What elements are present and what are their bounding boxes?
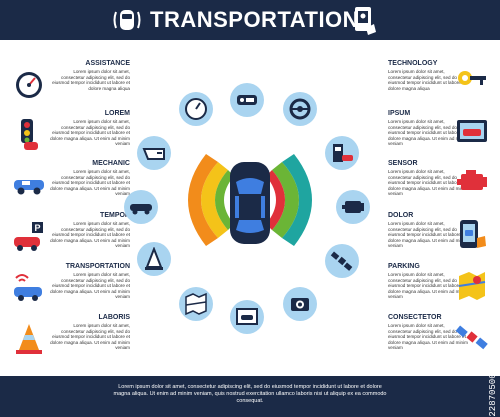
car-key-icon	[458, 71, 486, 85]
gauge-icon	[185, 98, 207, 120]
traffic-light-car-icon	[21, 119, 38, 150]
circle-speedometer	[179, 92, 213, 126]
footer-text: Lorem ipsum dolor sit amet, consectetur …	[113, 384, 387, 404]
dashboard-icon	[237, 95, 257, 105]
circle-engine	[336, 190, 370, 224]
item-text: Lorem ipsum dolor sit amet, consectetur …	[50, 272, 130, 300]
engine-warning-icon	[342, 201, 364, 213]
item-text: Lorem ipsum dolor sit amet, consectetur …	[388, 272, 468, 300]
circle-satellite	[325, 244, 359, 278]
item-title: SENSOR	[388, 160, 418, 167]
item-title: MECHANIC	[92, 160, 130, 167]
item-text: Lorem ipsum dolor sit amet, consectetur …	[388, 323, 468, 351]
phone-car-icon	[460, 220, 486, 248]
engine-icon	[457, 170, 487, 190]
dashcam-icon	[291, 298, 309, 311]
circle-dashboard	[230, 83, 264, 117]
item-title: ASSISTANCE	[85, 60, 130, 67]
footer-bar: Lorem ipsum dolor sit amet, consectetur …	[0, 368, 500, 417]
item-text: Lorem ipsum dolor sit amet, consectetur …	[388, 69, 466, 91]
left-item-transportation: TRANSPORTATION Lorem ipsum dolor sit ame…	[50, 263, 130, 300]
circle-car-door	[137, 136, 171, 170]
left-item-lorem: LOREM Lorem ipsum dolor sit amet, consec…	[50, 110, 130, 147]
right-item-parking: PARKING Lorem ipsum dolor sit amet, cons…	[388, 263, 468, 300]
right-item-dolor: DOLOR Lorem ipsum dolor sit amet, consec…	[388, 212, 468, 249]
item-title: LABORIS	[98, 314, 131, 321]
item-text: Lorem ipsum dolor sit amet, consectetur …	[50, 221, 130, 249]
cone-icon	[145, 247, 163, 270]
item-text: Lorem ipsum dolor sit amet, consectetur …	[50, 323, 130, 351]
item-title: LOREM	[104, 110, 130, 117]
item-title: PARKING	[388, 263, 420, 270]
car-top-view-icon	[230, 162, 270, 244]
car-side-icon	[14, 180, 44, 195]
svg-text:P: P	[34, 223, 40, 233]
item-title: TRANSPORTATION	[65, 263, 130, 270]
traffic-cone-icon	[16, 324, 42, 354]
item-title: TEMPOR	[100, 212, 130, 219]
satellite-small-icon	[330, 251, 353, 271]
speedometer-icon	[16, 72, 42, 98]
screen-car-icon	[236, 308, 258, 325]
circle-fuel	[325, 136, 359, 170]
sensor-waves	[188, 154, 312, 246]
page-title: TRANSPORTATION	[150, 7, 360, 32]
car-door-icon	[142, 148, 165, 160]
wifi-car-icon	[14, 274, 42, 301]
right-item-technology: TECHNOLOGY Lorem ipsum dolor sit amet, c…	[388, 60, 468, 91]
header-bar: TRANSPORTATION	[0, 0, 500, 40]
autonomous-car-icon	[113, 10, 141, 30]
left-item-tempor: TEMPOR Lorem ipsum dolor sit amet, conse…	[50, 212, 130, 249]
left-item-laboris: LABORIS Lorem ipsum dolor sit amet, cons…	[50, 314, 130, 351]
circle-camera	[283, 287, 317, 321]
phone-id-icon	[355, 7, 376, 35]
item-text: Lorem ipsum dolor sit amet, consectetur …	[50, 169, 130, 197]
map-icon	[185, 292, 207, 316]
circle-steering	[283, 92, 317, 126]
item-text: Lorem ipsum dolor sit amet, consectetur …	[50, 119, 130, 147]
car-screen-icon	[457, 120, 487, 142]
item-text: Lorem ipsum dolor sit amet, consectetur …	[388, 169, 468, 197]
circle-map	[179, 287, 213, 321]
watermark-id: 228705007	[488, 368, 498, 417]
circle-car-screen	[230, 300, 264, 334]
item-title: IPSUM	[388, 110, 411, 117]
item-text: Lorem ipsum dolor sit amet, consectetur …	[388, 119, 468, 147]
parking-car-icon: P	[14, 222, 43, 251]
right-item-ipsum: IPSUM Lorem ipsum dolor sit amet, consec…	[388, 110, 468, 147]
satellite-icon	[455, 325, 488, 350]
car-icon	[130, 204, 152, 215]
circle-car-side	[124, 190, 158, 224]
item-title: CONSECTETOR	[388, 314, 442, 321]
right-item-sensor: SENSOR Lorem ipsum dolor sit amet, conse…	[388, 160, 468, 197]
item-title: TECHNOLOGY	[388, 60, 438, 67]
fuel-station-icon	[333, 144, 353, 162]
left-item-mechanic: MECHANIC Lorem ipsum dolor sit amet, con…	[50, 160, 130, 197]
circle-cone	[137, 242, 171, 276]
steering-wheel-icon	[289, 98, 311, 120]
left-item-assistance: ASSISTANCE Lorem ipsum dolor sit amet, c…	[50, 60, 130, 91]
item-text: Lorem ipsum dolor sit amet, consectetur …	[388, 221, 468, 249]
item-text: Lorem ipsum dolor sit amet, consectetur …	[52, 69, 130, 91]
item-title: DOLOR	[388, 212, 414, 219]
map-pin-icon	[458, 272, 486, 300]
right-item-consectetor: CONSECTETOR Lorem ipsum dolor sit amet, …	[388, 314, 468, 351]
